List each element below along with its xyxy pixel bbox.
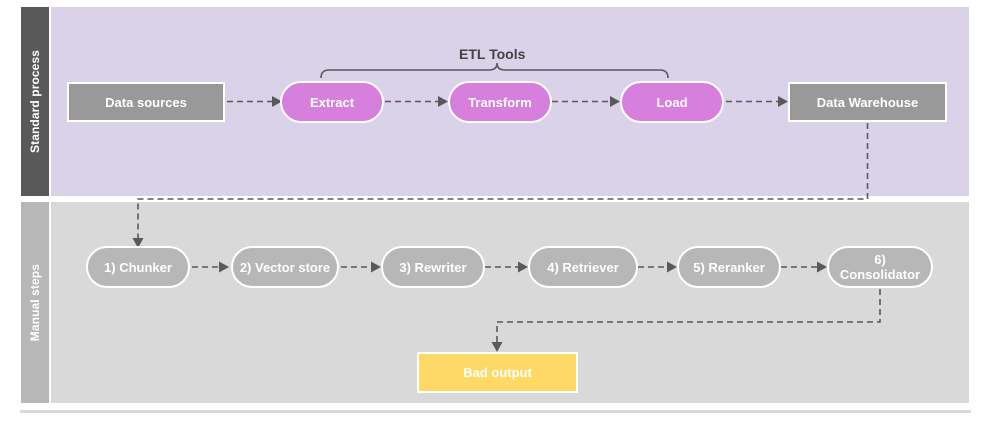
lane-header-manual-steps: Manual steps (20, 201, 50, 404)
edge-rewriter-to-retriever (485, 261, 528, 273)
node-extract[interactable]: Extract (280, 81, 384, 123)
node-rewriter[interactable]: 3) Rewriter (381, 246, 485, 288)
node-chunker[interactable]: 1) Chunker (86, 246, 190, 288)
node-retriever[interactable]: 4) Retriever (528, 246, 638, 288)
edge-consolidator-to-bad-output (491, 289, 881, 352)
node-reranker[interactable]: 5) Reranker (677, 246, 781, 288)
edge-transform-to-load (552, 96, 620, 107)
bottom-divider (20, 410, 971, 413)
lane-header-standard-process: Standard process (20, 6, 50, 197)
edge-reranker-to-consolidator (781, 261, 827, 273)
edge-extract-to-transform (385, 96, 448, 107)
edge-retriever-to-reranker (638, 261, 677, 273)
edge-chunker-to-vector-store (192, 261, 229, 273)
edge-data-sources-to-extract (227, 96, 282, 107)
node-vector-store[interactable]: 2) Vector store (231, 246, 339, 288)
edge-data-warehouse-to-chunker (132, 123, 869, 248)
edge-vector-store-to-rewriter (341, 261, 381, 273)
node-data-warehouse[interactable]: Data Warehouse (788, 82, 947, 122)
node-data-sources[interactable]: Data sources (67, 82, 225, 122)
edge-load-to-data-warehouse (726, 96, 788, 107)
etl-tools-bracket (320, 62, 669, 79)
node-transform[interactable]: Transform (448, 81, 552, 123)
etl-tools-label: ETL Tools (459, 46, 526, 62)
node-consolidator[interactable]: 6) Consolidator (827, 246, 933, 288)
node-load[interactable]: Load (620, 81, 724, 123)
node-bad-output[interactable]: Bad output (417, 352, 578, 393)
